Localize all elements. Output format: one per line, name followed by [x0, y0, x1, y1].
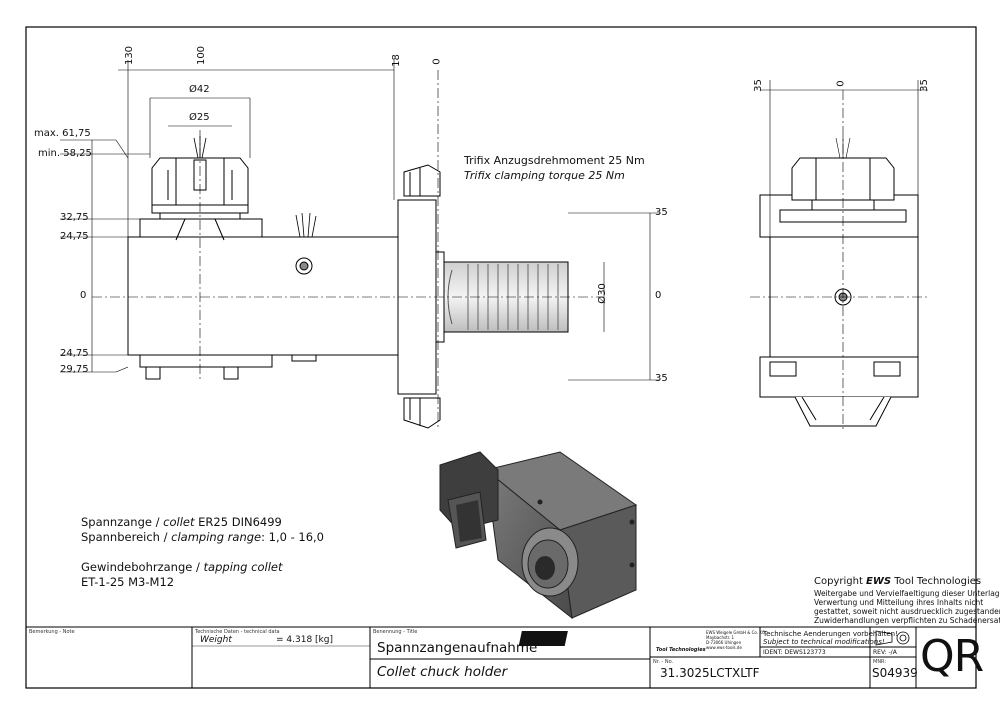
change-note-de: Technische Aenderungen vorbehalten!: [763, 630, 898, 638]
revision: REV: -/A: [873, 649, 897, 656]
dim-35-top-right: 35: [655, 207, 668, 218]
weight-value: = 4.318 [kg]: [276, 635, 333, 645]
copyright-title: Copyright EWS Tool Technologies: [814, 576, 982, 587]
dim-24-75-bottom: 24,75: [60, 348, 89, 359]
spec-tapping: Gewindebohrzange / tapping collet: [81, 560, 283, 574]
torque-note-de: Trifix Anzugsdrehmoment 25 Nm: [464, 154, 645, 167]
dim-min: min. 58,25: [38, 148, 92, 159]
mnr-label: MNR:: [873, 659, 887, 665]
projection-symbol: [875, 630, 910, 646]
dim-130: 130: [124, 45, 136, 66]
dim-0-right: 0: [655, 290, 662, 301]
company-address: EWS Weigele GmbH & Co. KG Maybachstr. 1 …: [706, 630, 766, 650]
techdata-label: Technische Daten - technical data: [195, 629, 280, 635]
dim-24-75-top: 24,75: [60, 231, 89, 242]
ident-number: IDENT: DEWS123773: [763, 649, 826, 656]
dim-29-75: 29,75: [60, 364, 89, 375]
dim-front-35-right: 35: [918, 79, 930, 92]
border-frame: [25, 26, 977, 689]
dim-18: 18: [390, 54, 402, 67]
front-dimension-lines: [760, 80, 928, 237]
dim-35-bottom-right: 35: [655, 373, 668, 384]
copyright-lines: Weitergabe und Vervielfaeltigung dieser …: [814, 589, 1000, 625]
dim-100: 100: [196, 45, 208, 66]
dim-front-0: 0: [835, 80, 847, 87]
part-number: 31.3025LCTXLTF: [660, 666, 760, 680]
dim-0-top: 0: [431, 58, 443, 65]
dimension-lines: [60, 60, 660, 381]
dim-dia42: Ø42: [189, 84, 210, 95]
torque-note-en: Trifix clamping torque 25 Nm: [464, 169, 625, 182]
title-block-lines: [26, 626, 976, 688]
dim-dia25: Ø25: [189, 112, 210, 123]
spec-range: Spannbereich / clamping range: 1,0 - 16,…: [81, 530, 324, 544]
spec-tapping-value: ET-1-25 M3-M12: [81, 575, 175, 589]
dim-dia30: Ø30: [596, 283, 608, 304]
change-note-en: Subject to technical modifications!: [763, 638, 885, 646]
logo-subtitle: Tool Technologies: [656, 647, 706, 653]
center-lines: [92, 70, 600, 430]
weight-label: Weight: [200, 635, 232, 645]
spec-collet: Spannzange / collet ER25 DIN6499: [81, 515, 282, 529]
isometric-render: [439, 451, 638, 620]
logo-box: [518, 631, 568, 646]
title-en: Collet chuck holder: [377, 664, 508, 680]
surface-symbol: [193, 136, 317, 238]
mnr-number: S04939: [872, 666, 918, 680]
remark-label: Bemerkung - Note: [29, 629, 75, 635]
side-view: [127, 157, 569, 429]
dim-front-35-left: 35: [752, 79, 764, 92]
title-label: Benennung - Title: [373, 629, 418, 635]
dim-32-75: 32,75: [60, 212, 89, 223]
title-de: Spannzangenaufnahme: [377, 640, 538, 656]
dim-0-left: 0: [80, 290, 87, 301]
qr-mark: QR: [920, 631, 984, 682]
company-logo: EWS: [659, 630, 690, 644]
dim-max: max. 61,75: [34, 128, 91, 139]
number-label: Nr. - No.: [653, 659, 674, 665]
